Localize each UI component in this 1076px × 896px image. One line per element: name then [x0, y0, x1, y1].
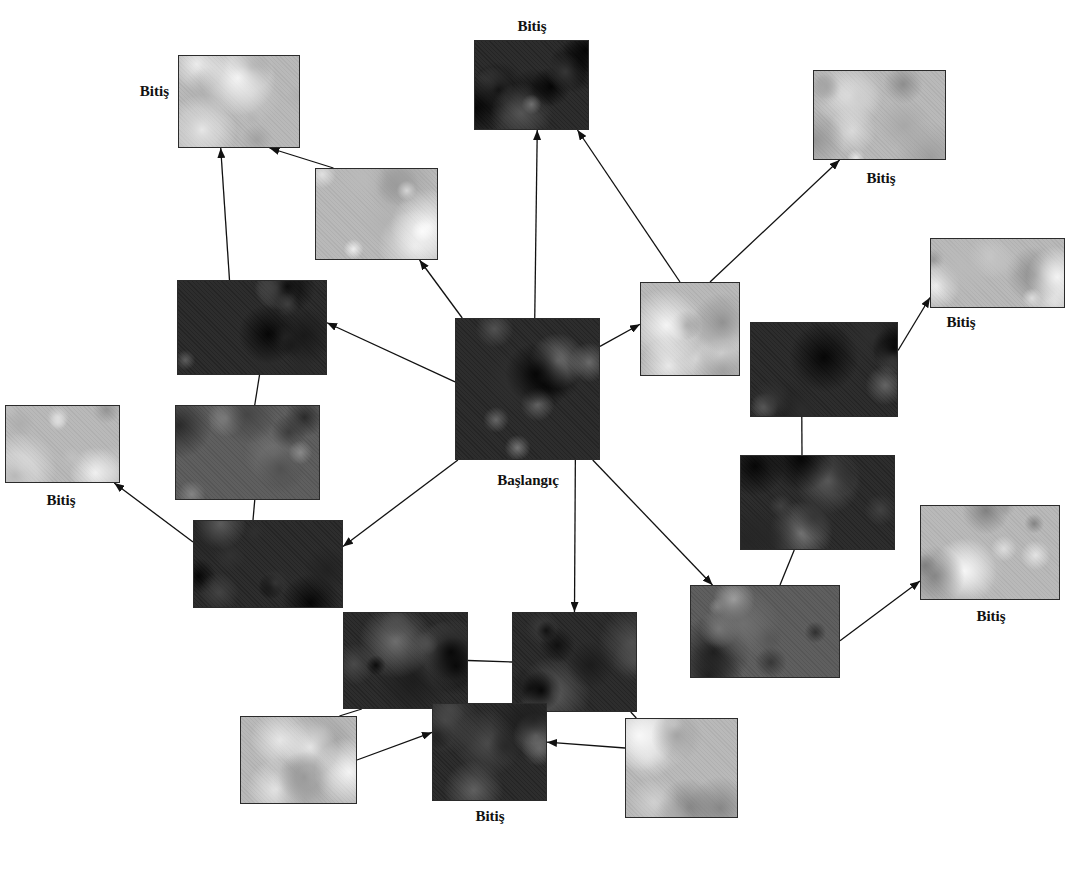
photo-thumbnail — [640, 282, 740, 376]
connector-arrow — [574, 460, 576, 612]
connector-arrow — [357, 732, 432, 760]
photo-thumbnail: Bitiş — [930, 238, 1065, 308]
node-label: Bitiş — [864, 169, 897, 187]
photo-thumbnail: Bitiş — [813, 70, 946, 160]
photo-thumbnail — [193, 520, 343, 608]
connector-arrow — [270, 148, 334, 168]
photo-thumbnail — [512, 612, 637, 712]
photo-thumbnail: Bitiş — [178, 55, 300, 148]
connector-arrow — [547, 742, 625, 748]
node-label: Bitiş — [138, 82, 171, 100]
connector-arrow — [255, 375, 260, 405]
photo-thumbnail: Başlangıç — [455, 318, 600, 460]
node-label: Bitiş — [974, 607, 1007, 625]
connector-arrow — [221, 148, 230, 280]
connector-arrow — [578, 130, 681, 282]
node-label: Bitiş — [473, 807, 506, 825]
connector-arrow — [535, 130, 538, 318]
photo-thumbnail — [315, 168, 438, 260]
photo-thumbnail — [690, 585, 840, 678]
connector-arrow — [468, 661, 512, 663]
photo-thumbnail — [240, 716, 357, 804]
photo-thumbnail — [625, 718, 738, 818]
connector-arrow — [780, 550, 794, 585]
connector-arrow — [327, 323, 455, 382]
node-label: Bitiş — [515, 17, 548, 35]
photo-thumbnail: Bitiş — [432, 703, 547, 801]
connector-arrow — [801, 417, 803, 455]
node-label: Bitiş — [44, 491, 77, 509]
photo-thumbnail — [750, 322, 898, 417]
photo-thumbnail — [740, 455, 895, 550]
photo-thumbnail: Bitiş — [5, 405, 120, 483]
connector-arrow — [840, 581, 920, 641]
connector-arrow — [898, 298, 930, 351]
photo-thumbnail — [343, 612, 468, 709]
connector-arrow — [343, 460, 458, 546]
connector-arrow — [420, 260, 463, 318]
connector-arrow — [600, 324, 640, 346]
photo-thumbnail: Bitiş — [474, 40, 589, 130]
connector-arrow — [593, 460, 713, 585]
photo-thumbnail — [177, 280, 327, 375]
photo-thumbnail: Bitiş — [920, 505, 1060, 600]
connector-arrow — [253, 500, 255, 520]
connector-arrow — [710, 160, 840, 282]
node-label: Başlangıç — [495, 471, 561, 489]
photo-thumbnail — [175, 405, 320, 500]
connector-arrow — [339, 709, 361, 716]
node-label: Bitiş — [944, 313, 977, 331]
